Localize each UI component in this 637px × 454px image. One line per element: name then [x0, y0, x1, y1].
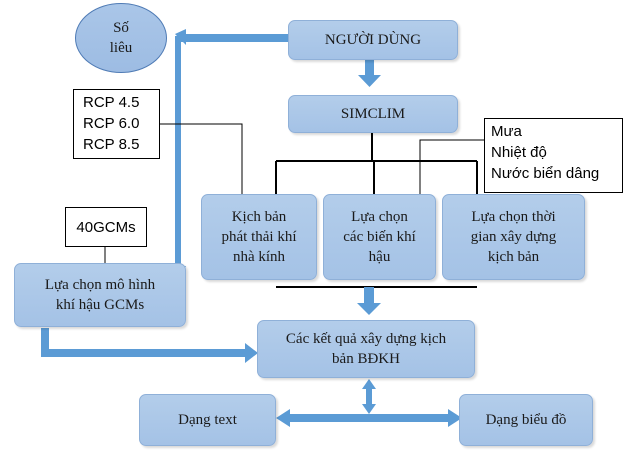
dang-text-box: Dạng text [139, 394, 276, 446]
ket-qua-label: Các kết quả xây dựng kịch bản BĐKH [285, 330, 447, 367]
dang-bieu-do-box: Dạng biểu đồ [459, 394, 593, 446]
lua-chon-thoi-gian-box: Lựa chọn thời gian xây dựng kịch bản [442, 194, 585, 280]
rcp-item-2: RCP 6.0 [83, 115, 140, 132]
variable-item-3: Nước biển dâng [491, 165, 600, 182]
simclim-box: SIMCLIM [288, 95, 458, 133]
lua-chon-bien-box: Lựa chọn các biến khí hậu [323, 194, 436, 280]
so-lieu-line2: liêu [109, 40, 133, 56]
lua-chon-mo-hinh-label: Lựa chọn mô hình khí hậu GCMs [44, 276, 156, 313]
nguoi-dung-label: NGƯỜI DÙNG [324, 31, 422, 48]
rcp-item-1: RCP 4.5 [83, 94, 140, 111]
arrow-text-chart [276, 409, 462, 427]
note-leaders [104, 123, 484, 263]
lua-chon-thoi-gian-label: Lựa chọn thời gian xây dựng kịch bản [470, 208, 557, 266]
simclim-label: SIMCLIM [340, 105, 406, 122]
nguoi-dung-box: NGƯỜI DÙNG [288, 20, 458, 60]
variable-item-2: Nhiệt độ [491, 144, 547, 161]
lua-chon-bien-label: Lựa chọn các biến khí hậu [343, 208, 416, 266]
gcms-note: 40GCMs [65, 207, 147, 247]
rcp-item-3: RCP 8.5 [83, 136, 140, 153]
dang-text-label: Dạng text [178, 411, 237, 428]
simclim-branch-lines [275, 132, 478, 288]
arrow-to-ketqua [357, 287, 381, 315]
arrow-nguoidung-to-simclim [358, 60, 381, 87]
arrow-gcms-to-ketqua [41, 328, 258, 363]
variables-note: Mưa Nhiệt độ Nước biển dâng [484, 118, 623, 193]
kich-ban-box: Kịch bản phát thải khí nhà kính [201, 194, 317, 280]
arrow-into-soleu [175, 29, 186, 45]
dang-bieu-do-label: Dạng biểu đồ [485, 411, 567, 428]
arrow-ketqua-vertical [362, 379, 376, 414]
so-lieu-line1: Số [113, 19, 129, 36]
gcms-label: 40GCMs [76, 218, 136, 236]
ket-qua-box: Các kết quả xây dựng kịch bản BĐKH [257, 320, 475, 378]
variable-item-1: Mưa [491, 123, 522, 140]
rcp-note: RCP 4.5 RCP 6.0 RCP 8.5 [73, 89, 160, 159]
kich-ban-label: Kịch bản phát thải khí nhà kính [221, 208, 297, 266]
so-lieu-ellipse: Số liêu [75, 3, 167, 73]
lua-chon-mo-hinh-box: Lựa chọn mô hình khí hậu GCMs [14, 263, 186, 327]
